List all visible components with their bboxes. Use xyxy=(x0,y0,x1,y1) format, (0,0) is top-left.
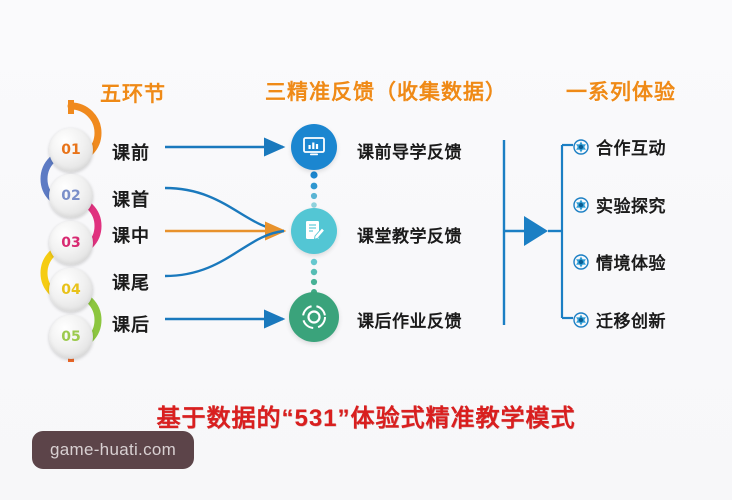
stage-node-02[interactable]: 02 xyxy=(49,174,93,218)
header-three-feedbacks: 三精准反馈（收集数据） xyxy=(265,81,507,104)
feedback-label-1: 课前导学反馈 xyxy=(357,143,462,162)
feedback-label-2: 课堂教学反馈 xyxy=(357,227,462,246)
experience-label-3: 情境体验 xyxy=(596,254,666,273)
stage-node-03[interactable]: 03 xyxy=(49,221,93,265)
experience-item-4[interactable]: 迁移创新 xyxy=(573,307,666,332)
header-five-stages: 五环节 xyxy=(100,83,166,106)
stage-label-03: 课中 xyxy=(112,226,150,246)
experience-label-2: 实验探究 xyxy=(596,197,666,216)
bottom-title: 基于数据的“531”体验式精准教学模式 xyxy=(156,405,576,432)
stage-label-01: 课前 xyxy=(112,143,150,163)
document-pen-icon xyxy=(306,221,326,240)
watermark: game-huati.com xyxy=(32,431,195,469)
cycle-target-icon xyxy=(302,305,326,329)
feedback-icon-3[interactable] xyxy=(289,292,339,342)
stage-label-05: 课后 xyxy=(112,315,150,335)
gear-bullet-icon xyxy=(573,138,589,155)
experience-item-2[interactable]: 实验探究 xyxy=(573,192,666,217)
feedback-icon-1[interactable] xyxy=(291,124,337,170)
stage-number-01: 01 xyxy=(61,142,81,158)
stage-number-02: 02 xyxy=(61,188,81,204)
stage-label-02: 课首 xyxy=(112,190,150,210)
feedback-icon-2[interactable] xyxy=(291,208,337,254)
experience-label-4: 迁移创新 xyxy=(596,312,666,331)
experience-item-3[interactable]: 情境体验 xyxy=(573,249,666,274)
stage-number-04: 04 xyxy=(61,282,81,298)
gear-bullet-icon xyxy=(573,311,589,328)
gear-bullet-icon xyxy=(573,196,589,213)
header-experience-series: 一系列体验 xyxy=(566,81,676,104)
stage-node-05[interactable]: 05 xyxy=(49,315,93,359)
experience-label-1: 合作互动 xyxy=(596,139,666,158)
stage-node-01[interactable]: 01 xyxy=(49,128,93,172)
stage-label-04: 课尾 xyxy=(112,273,150,293)
stage-node-04[interactable]: 04 xyxy=(49,268,93,312)
stage-number-03: 03 xyxy=(61,235,81,251)
experience-item-1[interactable]: 合作互动 xyxy=(573,134,666,159)
monitor-chart-icon xyxy=(303,137,325,156)
gear-bullet-icon xyxy=(573,253,589,270)
stage-number-05: 05 xyxy=(61,329,81,345)
feedback-label-3: 课后作业反馈 xyxy=(357,312,462,331)
